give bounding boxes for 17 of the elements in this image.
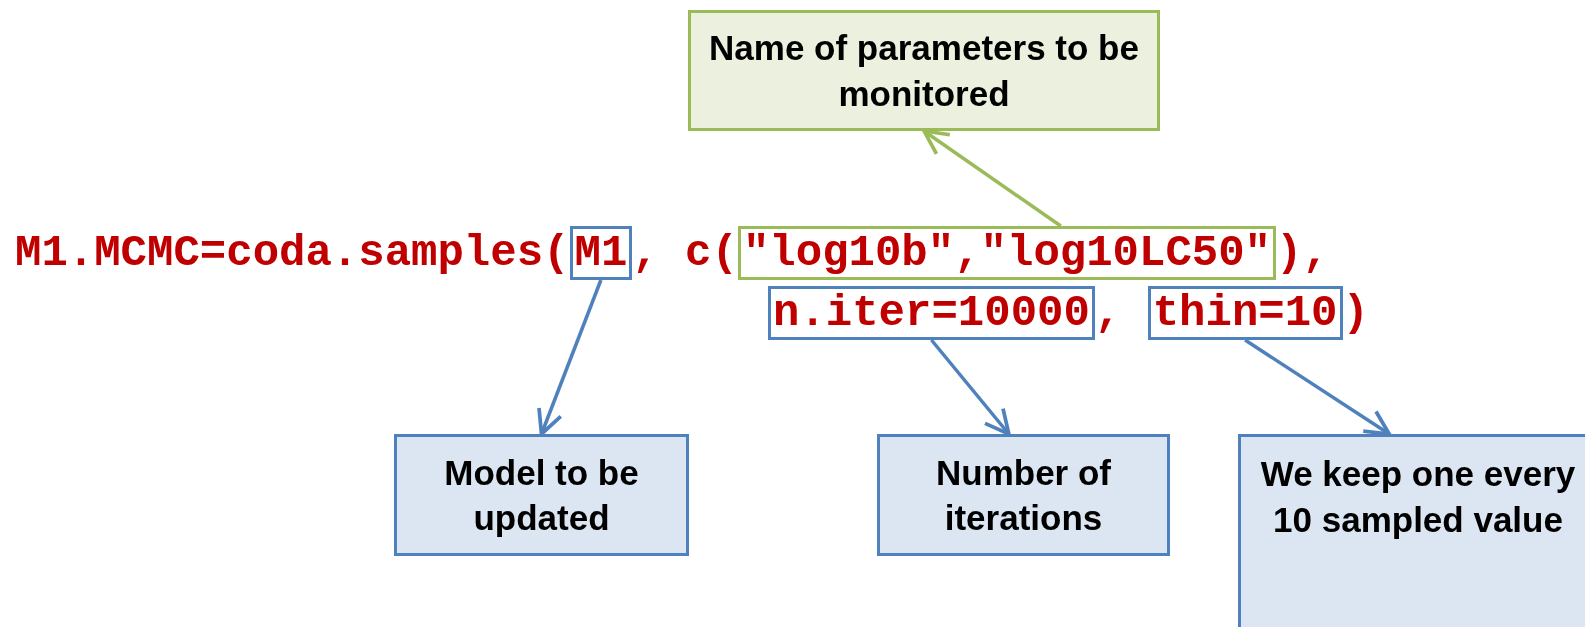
callout-box: Name of parameters to be monitored: [688, 10, 1160, 131]
highlighted-code: M1: [569, 226, 633, 280]
arrow: [537, 279, 603, 436]
code-text: ),: [1276, 228, 1329, 278]
highlighted-code: "log10b","log10LC50": [737, 226, 1277, 280]
code-text: ): [1342, 288, 1369, 338]
code-text: ,: [1094, 288, 1123, 338]
arrow: [930, 338, 1011, 436]
highlighted-code: n.iter=10000: [768, 286, 1095, 340]
highlighted-code: thin=10: [1147, 286, 1343, 340]
callout-box: Number of iterations: [877, 434, 1170, 556]
arrow: [922, 129, 1062, 228]
arrow: [1244, 338, 1392, 436]
code-text: M1.MCMC=coda.samples(: [15, 228, 570, 278]
code-text: , c(: [632, 228, 738, 278]
callout-box: Model to be updated: [394, 434, 689, 556]
callout-box: We keep one every 10 sampled value: [1238, 434, 1585, 627]
